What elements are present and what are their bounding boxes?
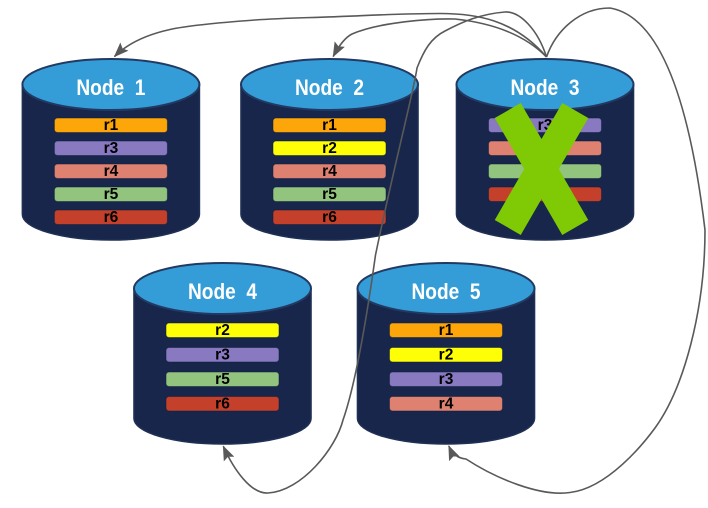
svg-text:r4: r4 xyxy=(322,163,337,180)
svg-text:r1: r1 xyxy=(439,322,454,339)
svg-text:r3: r3 xyxy=(215,347,230,364)
svg-text:Node 1: Node 1 xyxy=(76,75,145,100)
svg-text:r1: r1 xyxy=(322,117,337,134)
svg-text:Node 4: Node 4 xyxy=(188,279,257,304)
svg-text:r2: r2 xyxy=(215,322,230,339)
svg-text:r5: r5 xyxy=(322,186,337,203)
svg-text:r4: r4 xyxy=(439,396,454,413)
svg-text:r6: r6 xyxy=(104,209,119,226)
svg-text:r5: r5 xyxy=(215,371,230,388)
svg-text:r2: r2 xyxy=(322,140,337,157)
svg-text:r6: r6 xyxy=(322,209,337,226)
svg-text:Node 3: Node 3 xyxy=(511,75,580,100)
svg-text:Node 5: Node 5 xyxy=(412,279,481,304)
svg-text:r6: r6 xyxy=(215,396,230,413)
svg-text:r5: r5 xyxy=(104,186,119,203)
svg-text:r4: r4 xyxy=(104,163,119,180)
svg-text:Node 2: Node 2 xyxy=(295,75,364,100)
svg-text:r3: r3 xyxy=(439,371,454,388)
svg-text:r2: r2 xyxy=(439,347,454,364)
svg-text:r1: r1 xyxy=(104,117,119,134)
svg-text:r3: r3 xyxy=(104,140,119,157)
